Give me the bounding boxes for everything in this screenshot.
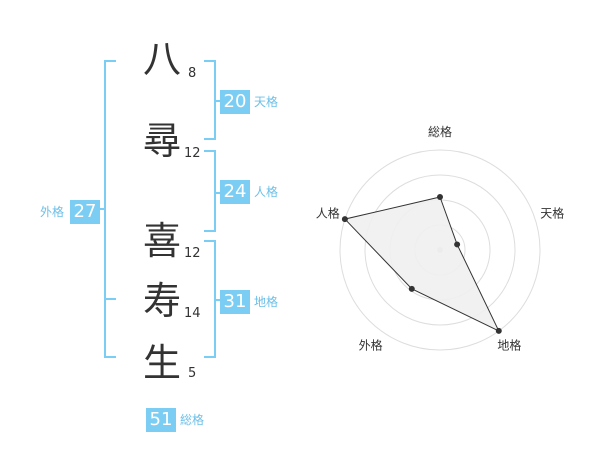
gaikaku-label: 外格 (40, 205, 65, 219)
name-char-4: 寿 (142, 279, 181, 323)
radar-point-3 (408, 285, 415, 292)
tenkaku-label: 天格 (254, 95, 279, 109)
chikaku-label: 地格 (254, 295, 279, 309)
jinkaku-value-badge: 24 (220, 180, 250, 204)
radar-point-2 (495, 327, 502, 334)
name-char-3: 喜 (142, 219, 181, 263)
name-char-2: 尋 (142, 119, 181, 163)
gaikaku-bracket-tick (104, 298, 116, 300)
radar-data-polygon (343, 196, 500, 332)
radar-ring-3 (364, 174, 516, 326)
radar-data-points (341, 194, 502, 334)
radar-point-0 (437, 194, 443, 200)
jinkaku-label: 人格 (254, 185, 279, 199)
stroke-count-2: 12 (184, 146, 201, 161)
tenkaku-bracket-tick (214, 100, 220, 102)
soukaku-label: 総格 (180, 413, 205, 427)
chikaku-bracket-tick (214, 299, 220, 301)
name-char-1: 八 (142, 37, 181, 81)
radar-point-4 (341, 216, 348, 223)
stroke-count-3: 12 (184, 246, 201, 261)
jinkaku-bracket (204, 150, 216, 232)
radar-ring-4 (339, 149, 541, 351)
stroke-count-1: 8 (188, 66, 197, 81)
soukaku-value-badge: 51 (146, 408, 176, 432)
name-char-5: 生 (142, 341, 181, 385)
radar-axis-label-3: 外格 (359, 337, 383, 352)
radar-axis-label-1: 天格 (540, 206, 564, 221)
radar-point-1 (454, 241, 461, 248)
tenkaku-value-badge: 20 (220, 90, 250, 114)
radar-axis-label-4: 人格 (316, 206, 340, 221)
stroke-count-4: 14 (184, 306, 201, 321)
jinkaku-bracket-tick (214, 192, 220, 194)
chikaku-value-badge: 31 (220, 290, 250, 314)
stroke-count-5: 5 (188, 366, 197, 381)
radar-axis-label-0: 総格 (428, 124, 452, 139)
gaikaku-value-badge: 27 (70, 200, 100, 224)
radar-axis-label-2: 地格 (497, 337, 521, 352)
gaikaku-bracket-tick-left (100, 208, 106, 210)
